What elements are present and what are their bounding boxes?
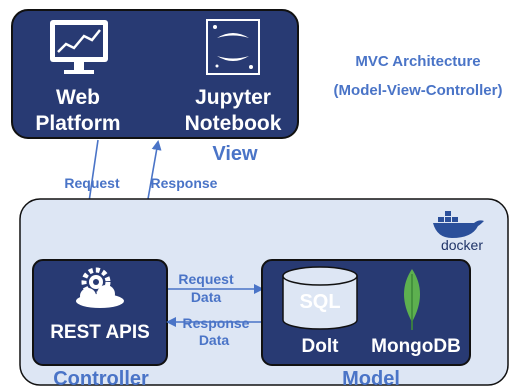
- jupyter-line-2: Notebook: [185, 112, 282, 135]
- jupyter-line-1: Jupyter: [195, 86, 271, 109]
- docker-label: docker: [441, 237, 483, 253]
- sql-label: SQL: [299, 291, 340, 313]
- web-platform-line-2: Platform: [35, 112, 120, 135]
- response-data-line-2: Data: [199, 332, 230, 348]
- gear-cloud-icon: [76, 267, 124, 308]
- response-label: Response: [151, 175, 218, 191]
- mongodb-leaf-icon: [404, 269, 420, 330]
- monitor-chart-icon: [50, 20, 108, 74]
- jupyter-logo-icon: [206, 19, 260, 75]
- dolt-label: Dolt: [302, 336, 340, 357]
- request-data-line-2: Data: [191, 289, 222, 305]
- mongodb-label: MongoDB: [371, 336, 461, 357]
- title-line-1: MVC Architecture: [355, 53, 480, 70]
- database-cylinder-icon: [282, 266, 358, 330]
- controller-label: Controller: [53, 368, 149, 390]
- controller-box: [32, 259, 168, 366]
- request-data-line-1: Request: [178, 271, 234, 287]
- web-platform-line-1: Web: [56, 86, 100, 109]
- title-line-2: (Model-View-Controller): [334, 82, 503, 99]
- request-label: Request: [64, 175, 120, 191]
- model-label: Model: [342, 368, 400, 390]
- rest-apis-label: REST APIS: [50, 322, 150, 343]
- response-data-line-1: Response: [183, 315, 250, 331]
- view-label: View: [212, 143, 258, 165]
- docker-whale-icon: [433, 211, 484, 238]
